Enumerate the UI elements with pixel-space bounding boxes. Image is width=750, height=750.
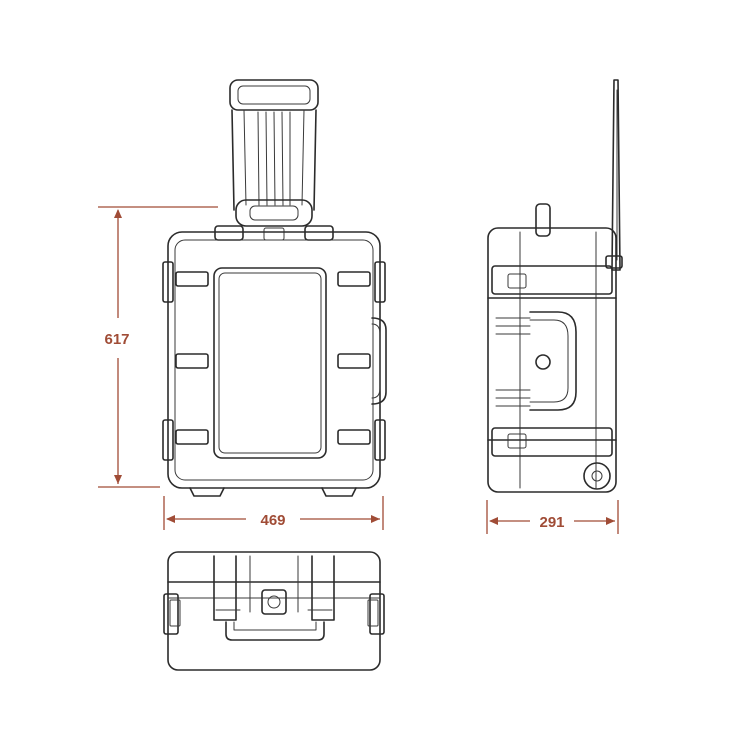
center-lock: [261, 589, 287, 615]
right-latches: [337, 261, 387, 461]
front-view: [162, 79, 387, 497]
depth-dimension: 291: [486, 500, 619, 534]
top-latch-center: [263, 227, 285, 241]
top-hinge-right: [304, 225, 334, 241]
front-panel: [213, 267, 327, 459]
wheel: [583, 462, 611, 490]
case-body-front: [167, 231, 381, 489]
case-body-top: [167, 551, 381, 671]
top-carry-handle: [225, 621, 325, 641]
side-carry-handle: [529, 311, 577, 411]
case-body-side: [487, 227, 617, 493]
side-view: [487, 79, 623, 493]
top-hinge-left: [214, 225, 244, 241]
depth-label: 291: [539, 514, 564, 531]
top-view: [163, 551, 385, 671]
foot-left: [189, 487, 225, 497]
height-label: 617: [104, 331, 129, 348]
height-dimension: 617: [98, 206, 218, 488]
foot-right: [321, 487, 357, 497]
width-label: 469: [260, 512, 285, 529]
width-dimension: 469: [163, 496, 384, 530]
telescopic-handle: [229, 79, 319, 227]
left-latches: [162, 261, 209, 461]
side-top-handle: [535, 203, 551, 237]
